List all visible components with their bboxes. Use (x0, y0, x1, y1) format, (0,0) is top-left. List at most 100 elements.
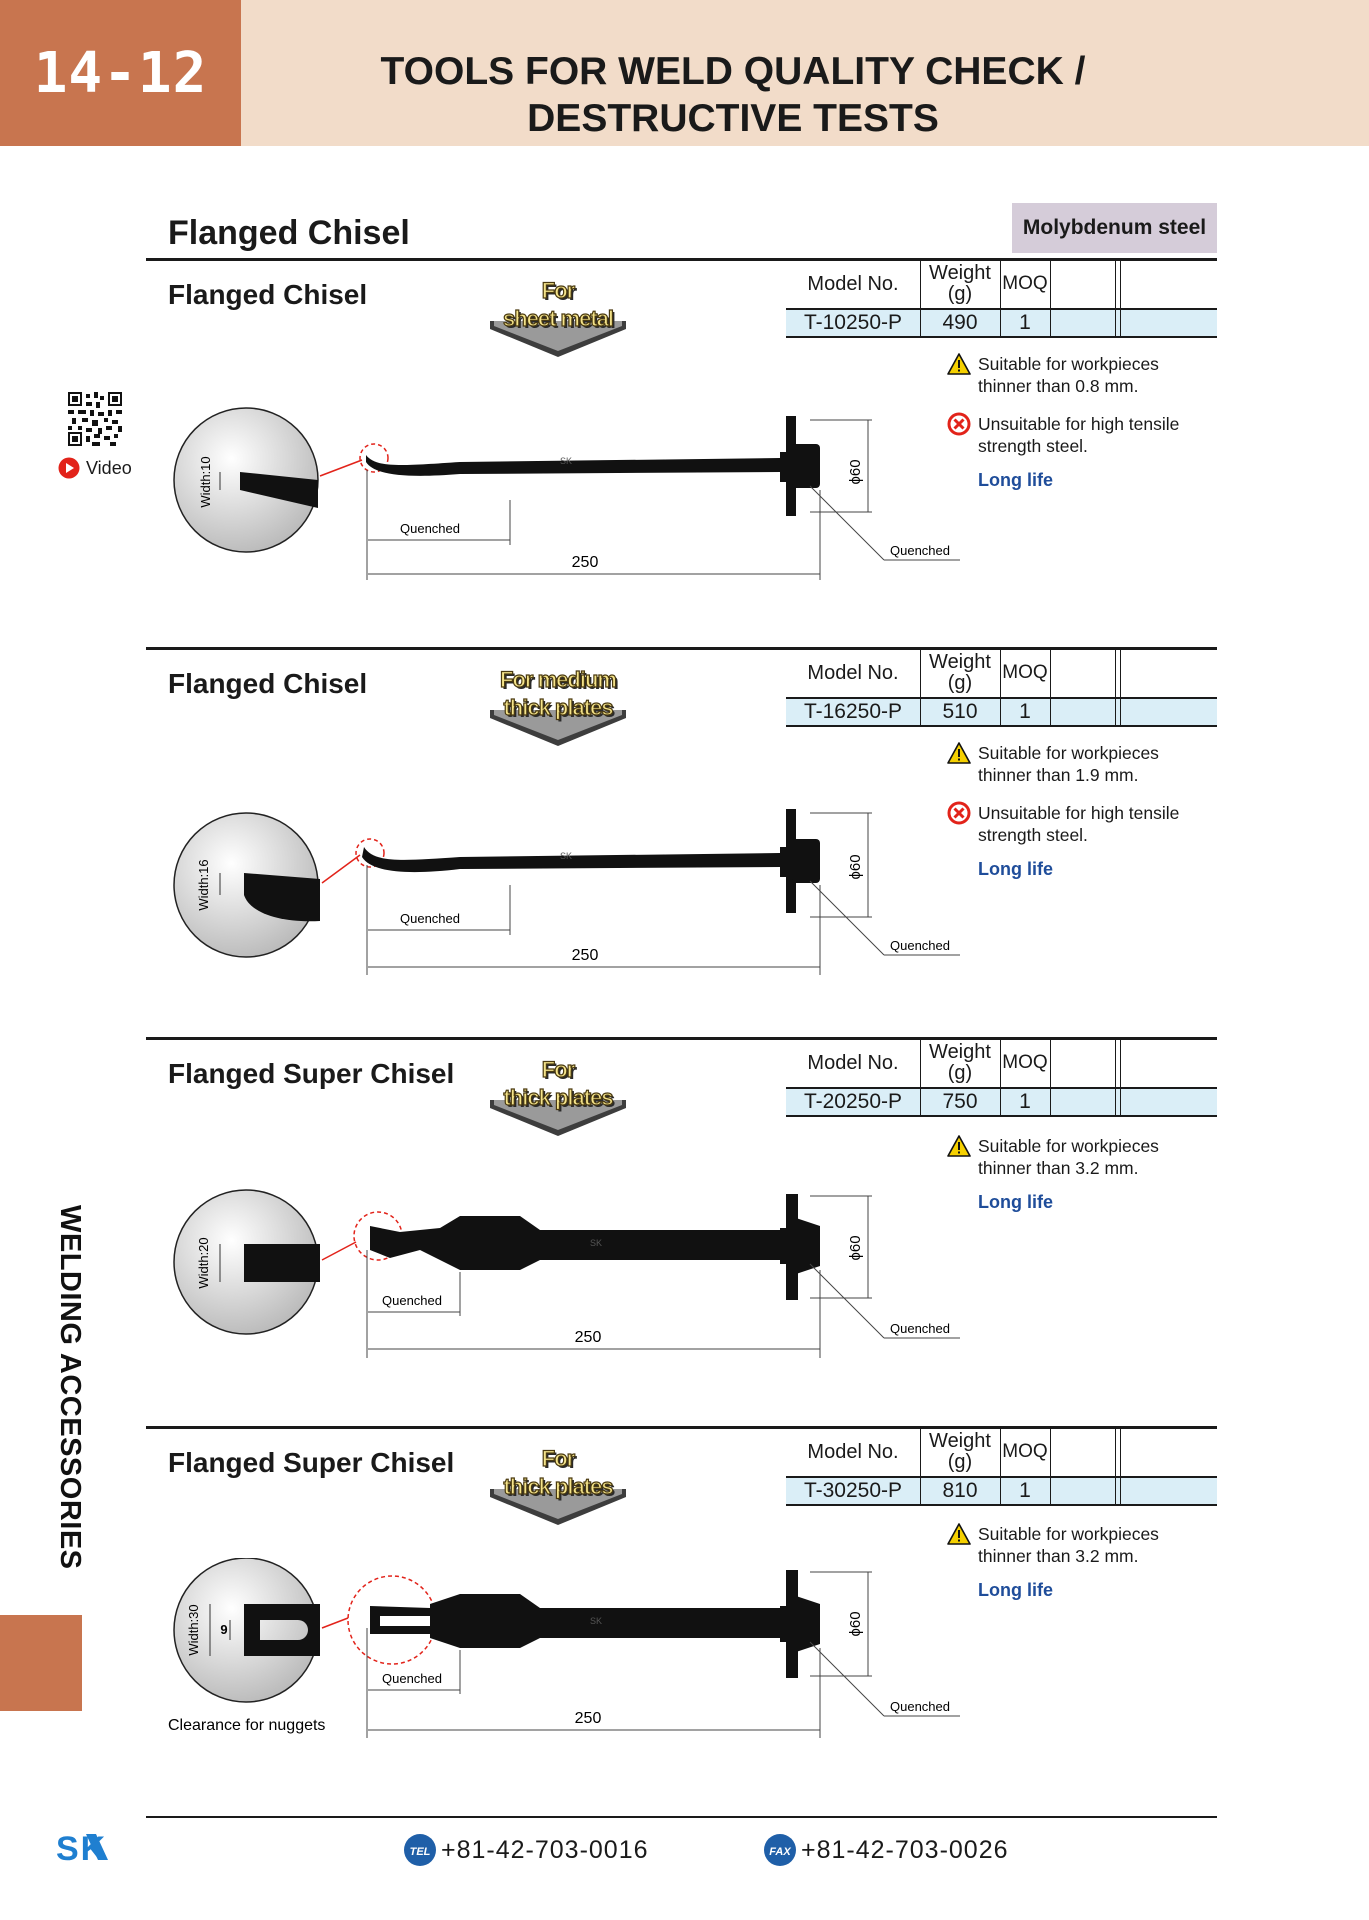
qr-code-icon[interactable] (68, 392, 122, 446)
badge-line1: For (541, 1445, 576, 1471)
use-badge: For sheet metal (486, 277, 630, 357)
logo-mark (86, 1834, 108, 1860)
table-row-background (786, 310, 1217, 336)
leader-line (809, 485, 885, 561)
chisel-flange (786, 1194, 798, 1300)
tip-quenched-label: Quenched (382, 1671, 442, 1686)
chisel-flange (786, 416, 796, 516)
column-header-weight: Weight(g) (920, 1039, 1000, 1087)
column-header-moq: MOQ (1002, 1052, 1048, 1073)
length-label: 250 (575, 1329, 602, 1346)
badge-line1: For medium (499, 666, 617, 692)
detail-pointer (321, 1617, 349, 1629)
badge-line2: thick plates (503, 694, 614, 720)
badge-text: For thick plates (486, 1445, 630, 1501)
table-divider (1000, 649, 1001, 725)
prohibited-icon (947, 801, 971, 825)
chisel-flange (786, 1570, 798, 1678)
use-badge: For thick plates (486, 1056, 630, 1136)
fax-contact[interactable]: FAX +81-42-703-0026 (763, 1832, 1009, 1868)
chisel-drawing: Width:30 9 SK ϕ60 Quenched Quenched 250 … (168, 1558, 960, 1738)
fax-number: +81-42-703-0026 (801, 1835, 1009, 1864)
product-name: Flanged Chisel (168, 668, 368, 699)
column-header-model: Model No. (807, 1051, 899, 1074)
table-divider (1000, 1428, 1001, 1504)
long-life-label: Long life (978, 470, 1053, 490)
chisel-head (792, 839, 820, 883)
engraving: SK (560, 851, 572, 861)
unsuitable-line2: strength steel. (978, 436, 1088, 456)
column-header-weight: Weight(g) (920, 649, 1000, 697)
detail-pointer (321, 854, 361, 884)
section-rule (146, 1426, 1217, 1429)
side-category-label: WELDING ACCESSORIES (54, 1205, 86, 1570)
weight-header-line2: (g) (947, 283, 973, 305)
column-header-weight: Weight(g) (920, 260, 1000, 308)
warning-icon (947, 742, 971, 764)
chisel-shaft (362, 847, 780, 873)
engraving: SK (590, 1238, 602, 1248)
tip-width-label: Width:30 (186, 1604, 201, 1655)
head-quenched-label: Quenched (890, 1321, 950, 1336)
tip-quenched-label: Quenched (400, 911, 460, 926)
cell-weight: 490 (942, 311, 978, 334)
cell-moq: 1 (1019, 1090, 1031, 1113)
fax-icon: FAX (764, 1834, 796, 1866)
table-divider (1050, 1039, 1051, 1115)
cell-weight: 750 (942, 1090, 978, 1113)
product-name: Flanged Super Chisel (168, 1447, 455, 1478)
suitable-line1: Suitable for workpieces (978, 1524, 1159, 1544)
spec-table: Model No. Weight(g) MOQ T-10250-P 490 1 (786, 260, 1217, 338)
table-row-background (786, 1478, 1217, 1504)
tel-contact[interactable]: TEL +81-42-703-0016 (403, 1832, 649, 1868)
cell-weight: 810 (942, 1479, 978, 1502)
chisel-drawing: Width:20 SK ϕ60 Quenched Quenched 250 (173, 1189, 960, 1358)
warning-icon (947, 1523, 971, 1545)
badge-text: For thick plates (486, 1056, 630, 1112)
cell-model: T-16250-P (803, 700, 903, 723)
chisel-head (792, 444, 820, 488)
chisel-shaft (430, 1594, 780, 1648)
table-divider (1120, 260, 1121, 336)
long-life-label: Long life (978, 1580, 1053, 1600)
header-title-line2: DESTRUCTIVE TESTS (527, 97, 939, 140)
table-divider (920, 1039, 921, 1115)
use-badge: For medium thick plates (486, 666, 630, 746)
table-divider (1050, 1428, 1051, 1504)
table-divider (920, 649, 921, 725)
column-header-weight: Weight(g) (920, 1428, 1000, 1476)
video-link[interactable]: Video (58, 456, 132, 480)
play-icon (58, 457, 80, 479)
tel-badge-text: TEL (410, 1846, 431, 1858)
tip-quenched-label: Quenched (400, 521, 460, 536)
table-rule (786, 1087, 1217, 1089)
tip-detail-blade (240, 472, 318, 508)
suitable-line1: Suitable for workpieces (978, 1136, 1159, 1156)
product-name: Flanged Chisel (168, 279, 368, 310)
detail-pointer (319, 459, 363, 477)
title-rule (146, 258, 1217, 261)
tip-detail-blade (244, 873, 320, 922)
table-rule (786, 1115, 1217, 1117)
badge-line2: thick plates (503, 1084, 614, 1110)
badge-line2: sheet metal (502, 305, 614, 331)
table-divider (1000, 1039, 1001, 1115)
chisel-head (796, 1596, 820, 1652)
badge-line2: thick plates (503, 1473, 614, 1499)
material-badge: Molybdenum steel (1012, 203, 1217, 253)
table-row-background (786, 1089, 1217, 1115)
chisel-drawing: Width:10 SK ϕ60 Quenched Quenched 250 (173, 407, 960, 580)
weight-header-line2: (g) (947, 672, 973, 694)
page-title: Flanged Chisel (168, 214, 410, 252)
weight-header-line2: (g) (947, 1062, 973, 1084)
side-tab-marker (0, 1615, 82, 1711)
table-divider (1115, 1428, 1116, 1504)
length-label: 250 (572, 554, 599, 571)
tip-width-label: Width:16 (196, 859, 211, 910)
warning-icon (947, 1135, 971, 1157)
unsuitable-line1: Unsuitable for high tensile (978, 803, 1180, 823)
chisel-shaft (370, 1216, 780, 1270)
